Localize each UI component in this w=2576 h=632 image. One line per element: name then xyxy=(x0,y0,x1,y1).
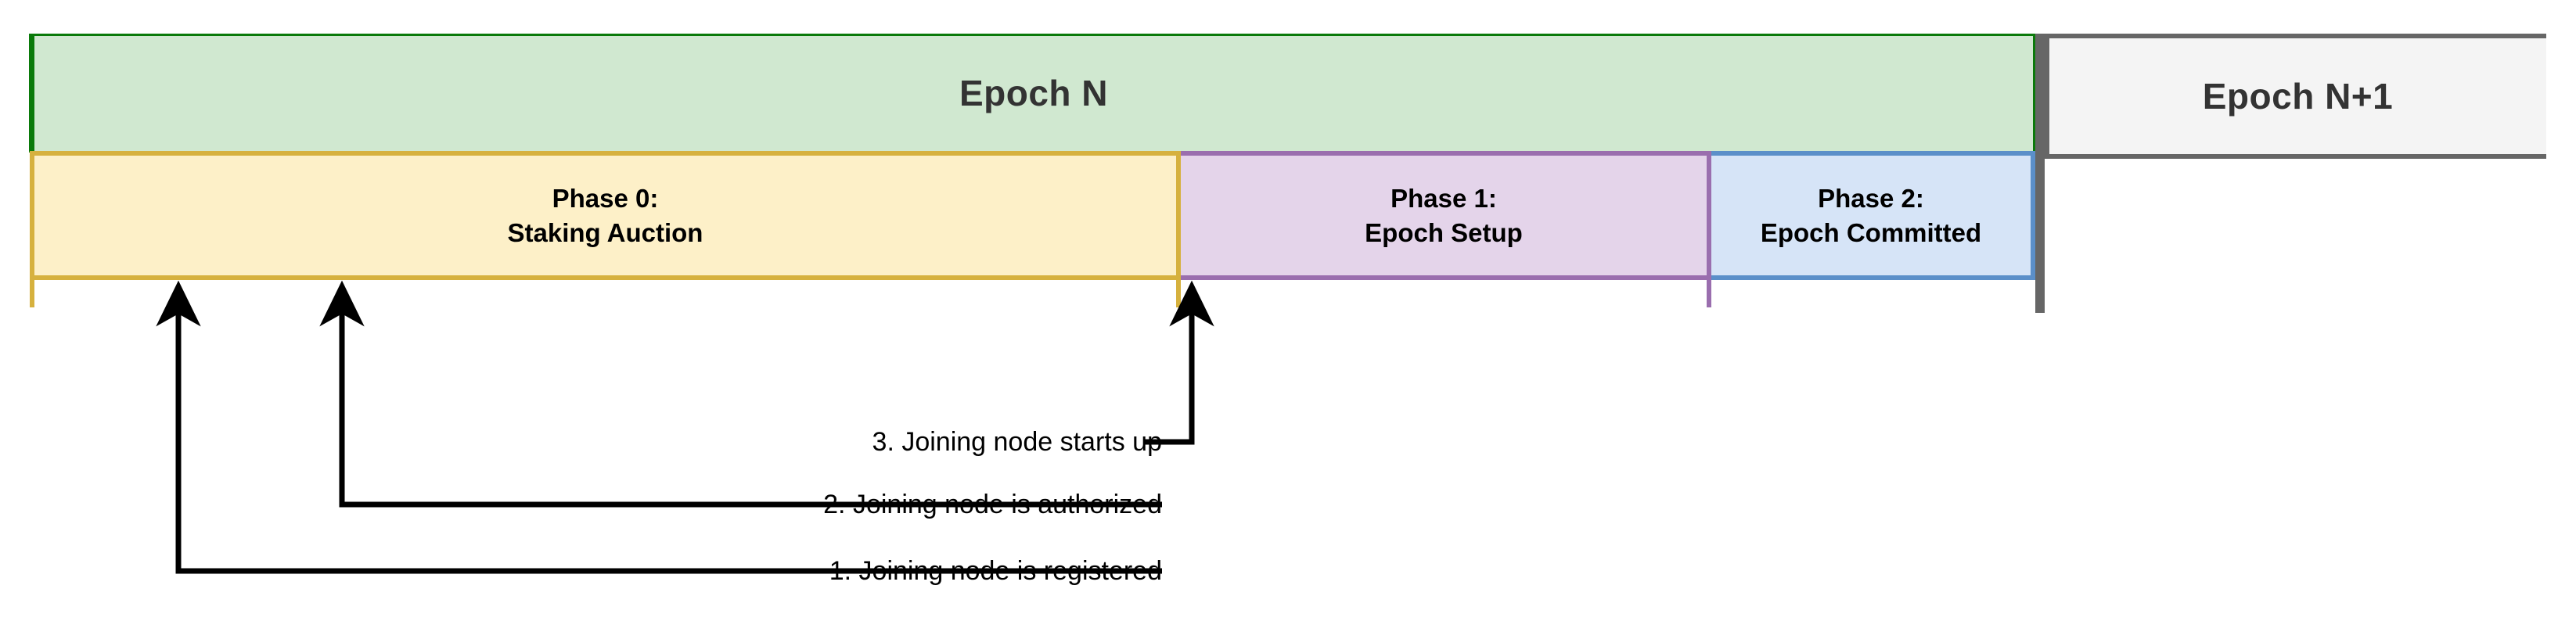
phase-0-box: Phase 0: Staking Auction xyxy=(34,151,1181,280)
phase-0-left-marker xyxy=(30,151,34,307)
annotation-label-2: 2. Joining node is authorized xyxy=(823,490,1162,519)
phase-1-title-line-1: Phase 1: xyxy=(1391,183,1497,213)
phase-1-box: Phase 1: Epoch Setup xyxy=(1181,151,1711,280)
phase-2-title-line-2: Epoch Committed xyxy=(1760,217,1982,247)
epoch-n-plus-1-label: Epoch N+1 xyxy=(2202,75,2394,117)
epoch-boundary-divider xyxy=(2035,34,2045,313)
connector-annotation-3 xyxy=(1144,280,1214,445)
phase-2-box: Phase 2: Epoch Committed xyxy=(1711,151,2035,280)
phase-1-title-line-2: Epoch Setup xyxy=(1365,217,1523,247)
epoch-n-box: Epoch N xyxy=(34,34,2035,151)
epoch-n-plus-1-box: Epoch N+1 xyxy=(2045,34,2546,159)
connector-annotation-2 xyxy=(319,280,1162,508)
phase-1-right-marker xyxy=(1707,151,1711,307)
phase-0-title-line-2: Staking Auction xyxy=(507,217,703,247)
annotation-label-3: 3. Joining node starts up xyxy=(872,427,1162,457)
epoch-n-label: Epoch N xyxy=(959,73,1109,114)
epoch-start-marker xyxy=(29,34,35,153)
phase-2-title-line-1: Phase 2: xyxy=(1818,183,1924,213)
annotation-label-1: 1. Joining node is registered xyxy=(829,556,1162,586)
phase-0-right-marker xyxy=(1176,151,1181,307)
phase-0-title-line-1: Phase 0: xyxy=(552,183,659,213)
